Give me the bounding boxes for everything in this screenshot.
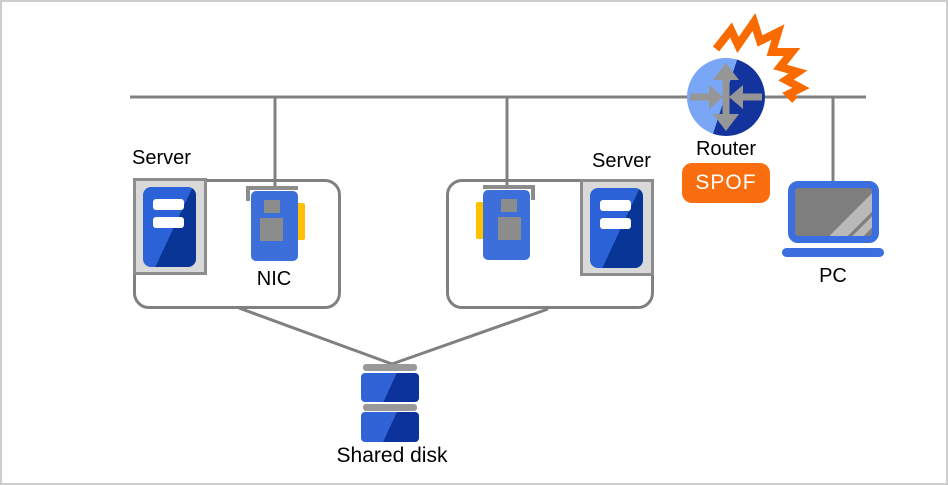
nic-chip bbox=[501, 199, 517, 212]
server-icon bbox=[580, 179, 654, 276]
nic-chip bbox=[260, 218, 283, 241]
screen-reflection bbox=[817, 188, 872, 236]
shared-disk-label: Shared disk bbox=[336, 444, 448, 467]
disk-cap bbox=[363, 404, 417, 411]
nic-connector bbox=[297, 203, 305, 240]
server-slot bbox=[153, 199, 184, 210]
router-arrows bbox=[690, 63, 762, 131]
server-slot bbox=[600, 218, 631, 229]
server-body bbox=[143, 187, 196, 267]
server-icon bbox=[133, 178, 207, 275]
nic-board bbox=[251, 191, 298, 261]
disk-platter bbox=[361, 373, 419, 402]
nic-card-icon bbox=[475, 185, 535, 275]
nic-card-icon bbox=[246, 186, 306, 276]
nic-board bbox=[483, 190, 530, 260]
router-icon bbox=[687, 58, 765, 136]
disk-line-right bbox=[391, 307, 549, 366]
router-label: Router bbox=[695, 138, 757, 160]
server-left-label: Server bbox=[132, 147, 191, 169]
disk-cap bbox=[363, 364, 417, 371]
disk-line-left bbox=[238, 306, 393, 366]
nic-bracket bbox=[483, 185, 535, 189]
nic-chip bbox=[498, 217, 521, 240]
server-body bbox=[590, 188, 643, 268]
disk-platter bbox=[361, 412, 419, 442]
nic-chip bbox=[264, 200, 280, 213]
nic-bracket bbox=[531, 189, 535, 200]
disk-stack-icon bbox=[361, 364, 419, 442]
nic-label: NIC bbox=[256, 268, 292, 290]
server-right-label: Server bbox=[592, 150, 651, 172]
laptop-base bbox=[782, 248, 884, 257]
pc-label: PC bbox=[819, 265, 847, 287]
nic-bracket bbox=[246, 186, 298, 190]
spof-badge: SPOF bbox=[682, 163, 770, 203]
laptop-icon bbox=[788, 181, 879, 243]
server-slot bbox=[153, 217, 184, 228]
nic-bracket bbox=[246, 190, 250, 201]
server-slot bbox=[600, 200, 631, 211]
